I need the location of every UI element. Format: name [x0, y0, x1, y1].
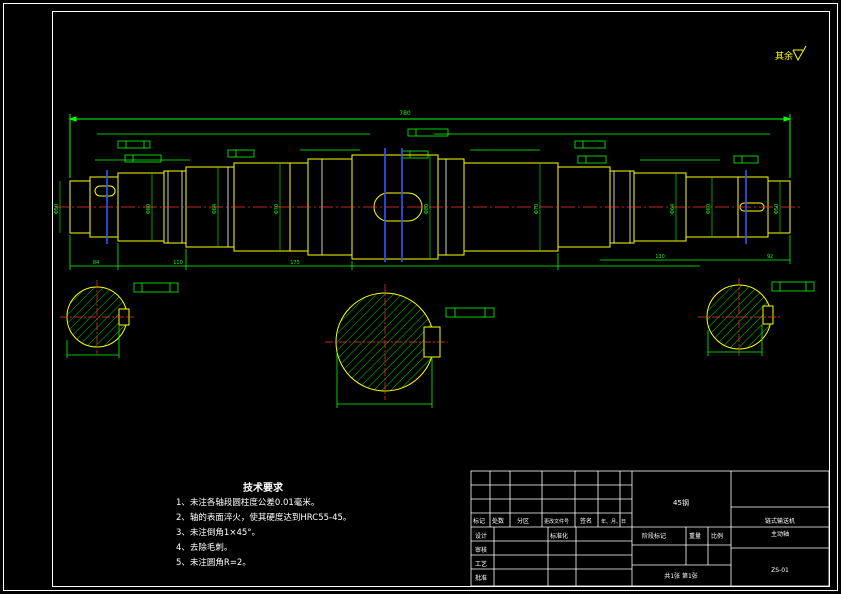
scale-label: 比例: [711, 532, 723, 540]
svg-text:Φ60: Φ60: [146, 204, 152, 214]
tech-item: 3、未注倒角1×45°。: [176, 527, 260, 538]
row-design: 设计: [475, 532, 487, 540]
hdr-change: 更改文件号: [544, 518, 569, 525]
tech-title: 技术要求: [243, 481, 284, 494]
svg-text:Φ64: Φ64: [670, 204, 676, 214]
row-approve: 批准: [475, 574, 487, 582]
svg-text:Φ50: Φ50: [774, 204, 780, 214]
title-block-text: 45钢 链式输送机 主动轴 ZS-01 标记 处数 分区 更改文件号 签名 年、…: [473, 498, 795, 582]
hdr-zone: 分区: [517, 517, 529, 525]
material-label: 45钢: [673, 498, 689, 507]
svg-text:84: 84: [93, 260, 99, 266]
sheet-count: 共1张 第1张: [664, 572, 698, 580]
section-cut-lines: [106, 148, 747, 262]
hdr-sign: 签名: [580, 517, 592, 525]
hdr-count: 处数: [492, 517, 504, 525]
svg-text:Φ70: Φ70: [534, 204, 540, 214]
roughness-note: 其余: [775, 50, 793, 62]
row-check: 审核: [475, 546, 487, 554]
weight-label: 重量: [689, 532, 701, 540]
upper-dimension-chain: [95, 133, 770, 161]
svg-text:Φ50: Φ50: [54, 204, 60, 214]
diameter-dimension-lines: [59, 155, 781, 259]
length-dimension-lines: [69, 235, 791, 270]
row-process: 工艺: [475, 560, 487, 568]
section-view-left: [60, 280, 179, 358]
tech-item: 1、未注各轴段圆柱度公差0.01毫米。: [176, 497, 319, 508]
diameter-labels: Φ50 Φ60 Φ64 Φ70 Φ80 Φ70 Φ64 Φ60 Φ50: [54, 204, 780, 214]
svg-text:130: 130: [655, 254, 665, 260]
keyway-left: [94, 185, 116, 197]
overall-dimension: [68, 114, 792, 178]
tolerance-frames: [117, 128, 759, 164]
svg-text:92: 92: [767, 254, 773, 260]
svg-text:110: 110: [173, 260, 183, 266]
section-view-center: [325, 284, 495, 408]
section-view-right: [698, 278, 815, 356]
roughness-symbol-icon: [792, 45, 807, 62]
tech-item: 2、轴的表面淬火，使其硬度达到HRC55-45。: [176, 512, 351, 523]
drawing-frame: [3, 3, 838, 591]
row-standard: 标准化: [550, 532, 568, 540]
svg-text:175: 175: [290, 260, 300, 266]
hdr-date: 年、月、日: [601, 518, 626, 525]
tech-item: 4、去除毛刺。: [176, 542, 232, 553]
svg-text:Φ80: Φ80: [424, 204, 430, 214]
stage-mark-label: 阶段标记: [642, 532, 666, 540]
svg-text:Φ70: Φ70: [274, 204, 280, 214]
hdr-mark: 标记: [473, 517, 485, 525]
title-block: [470, 470, 830, 587]
tech-item: 5、未注圆角R=2。: [176, 557, 251, 568]
product-name: 链式输送机: [765, 517, 795, 525]
svg-text:Φ64: Φ64: [212, 204, 218, 214]
part-name: 主动轴: [771, 530, 789, 538]
svg-text:Φ60: Φ60: [706, 204, 712, 214]
overall-length-label: 780: [399, 110, 411, 117]
drawing-number: ZS-01: [771, 567, 789, 574]
technical-requirements: 技术要求 1、未注各轴段圆柱度公差0.01毫米。 2、轴的表面淬火，使其硬度达到…: [176, 481, 351, 568]
length-labels: 84 110 175 130 92: [93, 254, 773, 266]
